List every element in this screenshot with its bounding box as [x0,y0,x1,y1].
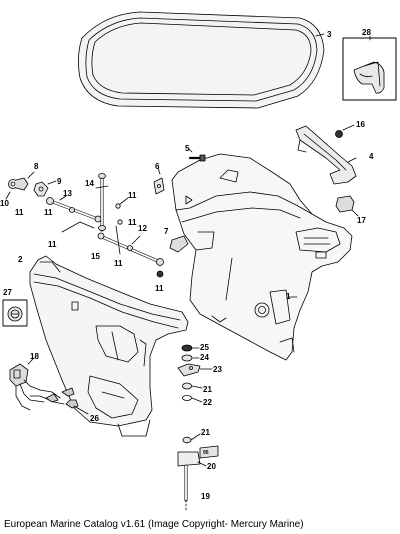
latch-bracket-part [295,125,357,185]
shaft-assembly-parts [177,433,219,513]
callout-1: 1 [286,292,291,301]
callout-11-d: 11 [128,218,137,227]
callout-7: 7 [164,227,169,236]
callout-26: 26 [90,414,99,423]
callout-8: 8 [34,162,39,171]
rear-cowl-part [171,153,353,361]
callout-11-c: 11 [128,191,137,200]
callout-19: 19 [201,492,210,501]
callout-25: 25 [200,343,209,352]
callout-5: 5 [185,144,190,153]
callout-11-f: 11 [114,259,123,268]
callout-13: 13 [63,189,72,198]
callout-24: 24 [200,353,209,362]
callout-11-b: 11 [44,208,53,217]
callout-28: 28 [362,28,371,37]
callout-6: 6 [155,162,160,171]
cowl-seal-part [78,11,325,109]
callout-16: 16 [356,120,365,129]
callout-10: 10 [0,199,9,208]
callout-4: 4 [369,152,374,161]
callout-11-e: 11 [48,240,57,249]
callout-18: 18 [30,352,39,361]
callout-2: 2 [18,255,23,264]
part-95-label: 95 [203,450,209,456]
callout-12: 12 [138,224,147,233]
callout-labels: 1 2 3 4 5 6 7 8 9 10 11 11 11 11 11 11 1… [0,28,374,501]
grommet-part [335,124,355,138]
callout-11-g: 11 [155,284,164,293]
callout-14: 14 [85,179,94,188]
callout-17: 17 [357,216,366,225]
linkage-rod-parts [46,173,164,266]
callout-3: 3 [327,30,332,39]
callout-11-a: 11 [15,208,24,217]
front-cowl-part [29,255,189,437]
callout-23: 23 [213,365,222,374]
latch-inset-part [342,35,397,101]
wiring-harness-part [9,357,89,415]
callout-15: 15 [91,252,100,261]
callout-9: 9 [57,177,62,186]
washer-stack-parts [177,344,213,403]
copyright-caption: European Marine Catalog v1.61 (Image Cop… [4,519,304,530]
knob-assembly-parts [5,171,57,200]
bushing-parts [61,197,164,278]
callout-21-a: 21 [201,428,210,437]
callout-27: 27 [3,288,12,297]
fastener-parts [153,147,206,253]
latch-block-part [335,195,359,217]
callout-22: 22 [203,398,212,407]
callout-21-b: 21 [203,385,212,394]
callout-20: 20 [207,462,216,471]
gauge-inset-part [2,299,28,327]
